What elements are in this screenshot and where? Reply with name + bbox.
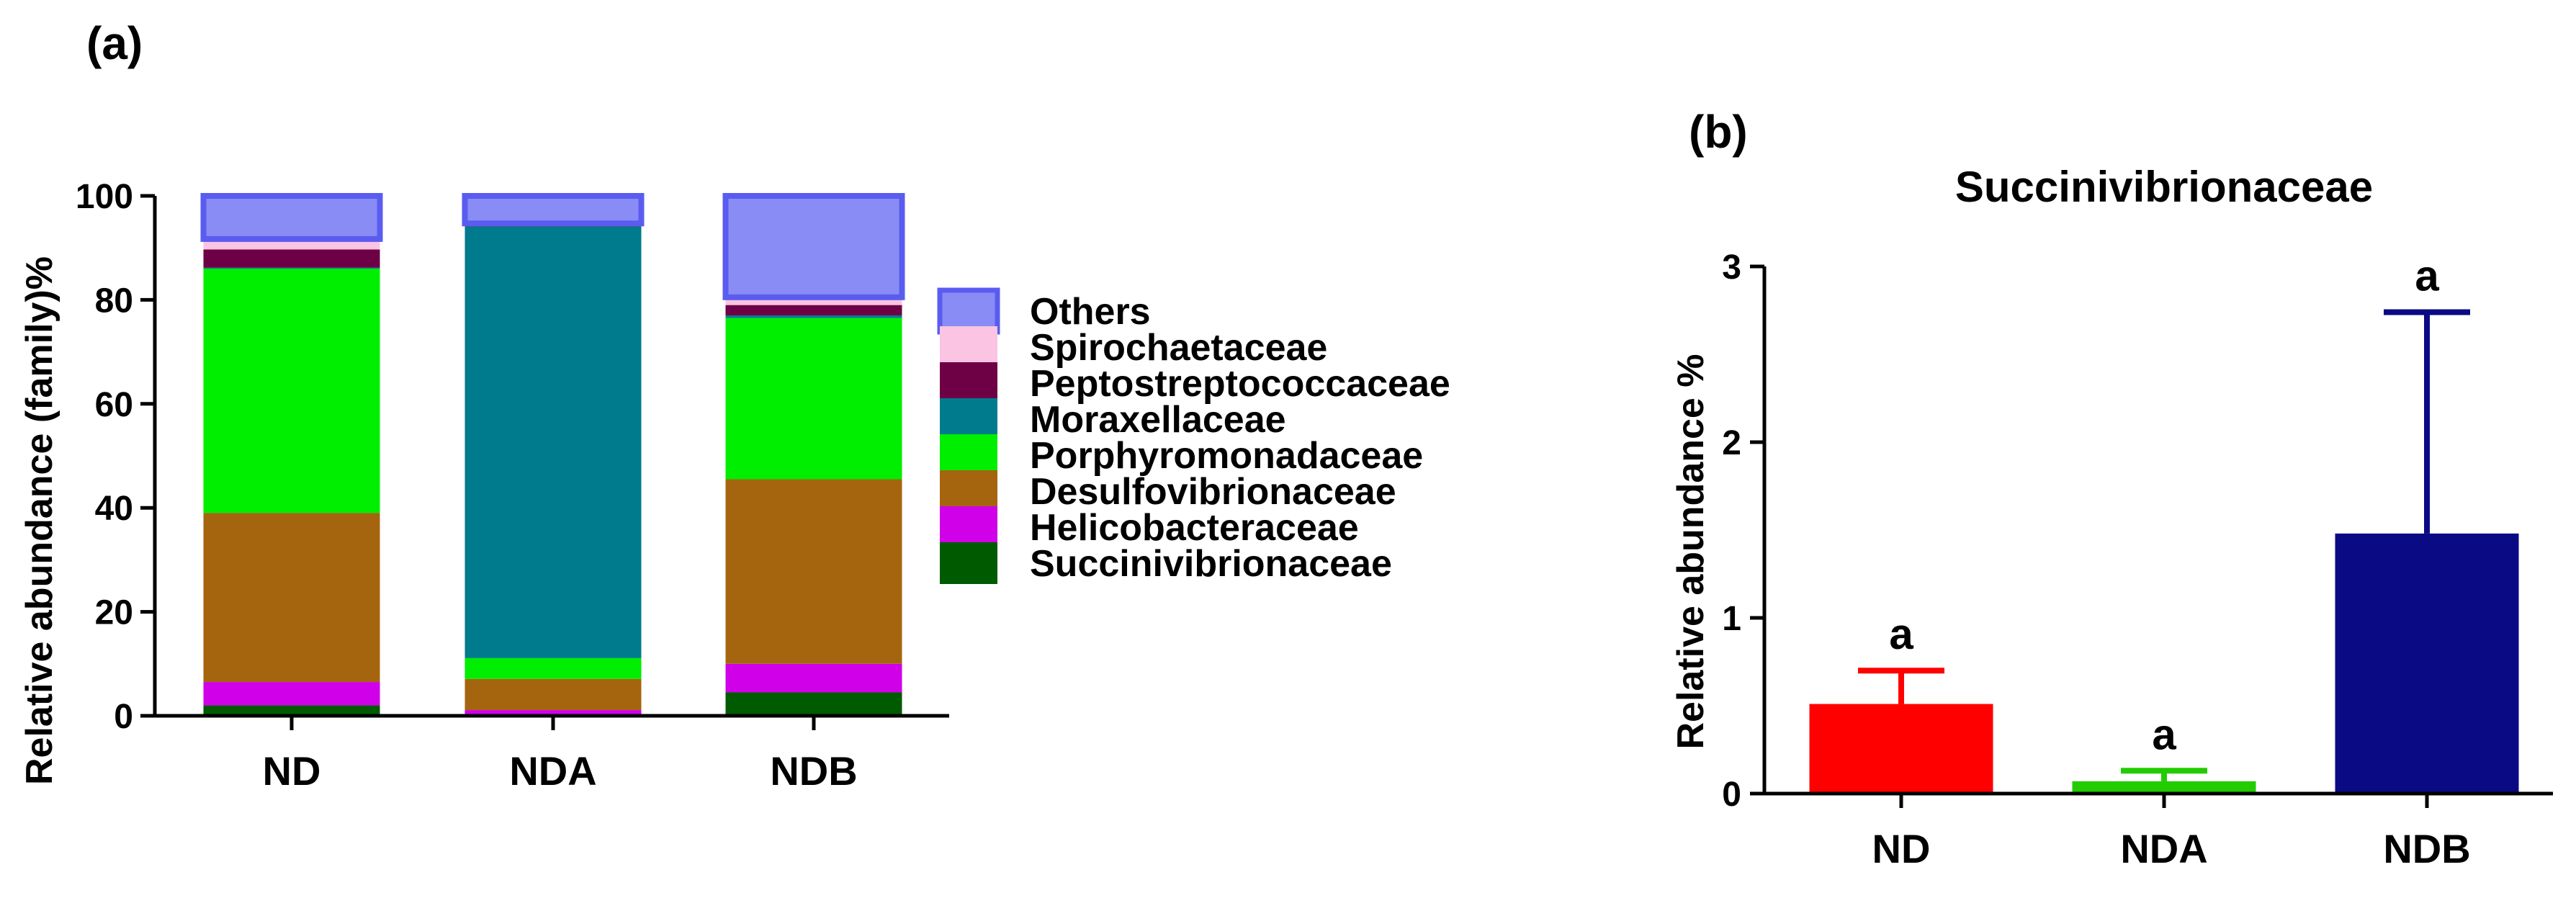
bar-segment [725,315,902,318]
y-tick-label: 1 [1722,600,1741,638]
y-tick-label: 100 [76,178,133,216]
y-axis-label: Relative abundance % [1670,354,1712,749]
x-tick-label: ND [263,748,321,794]
legend-label: Succinivibrionaceae [1030,543,1392,585]
legend-label: Peptostreptococcaceae [1030,363,1450,405]
legend-swatch [940,470,997,512]
legend-swatch [940,434,997,476]
y-tick-label: 2 [1722,424,1741,462]
bar-segment [203,249,380,268]
y-tick-label: 0 [114,698,133,736]
y-tick-label: 20 [95,594,133,632]
legend-label: Others [1030,291,1151,333]
legend-swatch [940,542,997,584]
y-tick-label: 0 [1722,776,1741,814]
bar-segment [725,479,902,664]
bar-segment [465,678,642,711]
legend-swatch [940,506,997,548]
x-tick-label: NDA [2120,826,2207,871]
legend-label: Porphyromonadaceae [1030,435,1423,477]
significance-label: a [2415,251,2439,300]
x-tick-label: NDB [770,748,857,794]
legend-swatch [940,398,997,440]
bar-segment [465,657,642,679]
significance-label: a [1889,610,1913,658]
bar-segment [725,692,902,716]
bar-segment [200,193,383,242]
chart-title: Succinivibrionaceae [1955,163,2373,211]
x-tick-label: NDA [509,748,596,794]
y-tick-label: 3 [1722,248,1741,287]
bar-segment [465,710,642,716]
bar-segment [203,269,380,513]
y-tick-label: 80 [95,282,133,320]
panel-a-label: (a) [86,17,143,69]
bar-segment [722,193,905,300]
panel-b-label: (b) [1689,106,1748,158]
bar-segment [203,513,380,683]
legend-swatch [937,287,1000,335]
y-tick-label: 60 [95,386,133,424]
bar-segment [203,705,380,716]
bar-segment [725,318,902,480]
bar-segment [725,305,902,316]
bar-segment [725,663,902,693]
chart-legend: OthersSpirochaetaceaePeptostreptococcace… [937,287,1450,585]
bar [1809,704,1993,794]
bar-segment [203,267,380,269]
bar [2335,533,2519,794]
x-tick-label: NDB [2383,826,2470,871]
legend-swatch [940,326,997,368]
bar-segment [465,226,642,658]
legend-label: Desulfovibrionaceae [1030,471,1396,513]
legend-label: Spirochaetaceae [1030,327,1327,369]
legend-label: Moraxellaceae [1030,399,1286,441]
bar-segment [725,297,902,305]
y-tick-label: 40 [95,490,133,528]
bar-segment [203,682,380,706]
bar-segment [462,193,645,227]
legend-label: Helicobacteraceae [1030,507,1359,549]
bar [2072,781,2256,794]
significance-label: a [2152,710,2176,758]
y-axis-label: Relative abundance (family)% [19,256,60,785]
legend-swatch [940,362,997,404]
x-tick-label: ND [1872,826,1931,871]
